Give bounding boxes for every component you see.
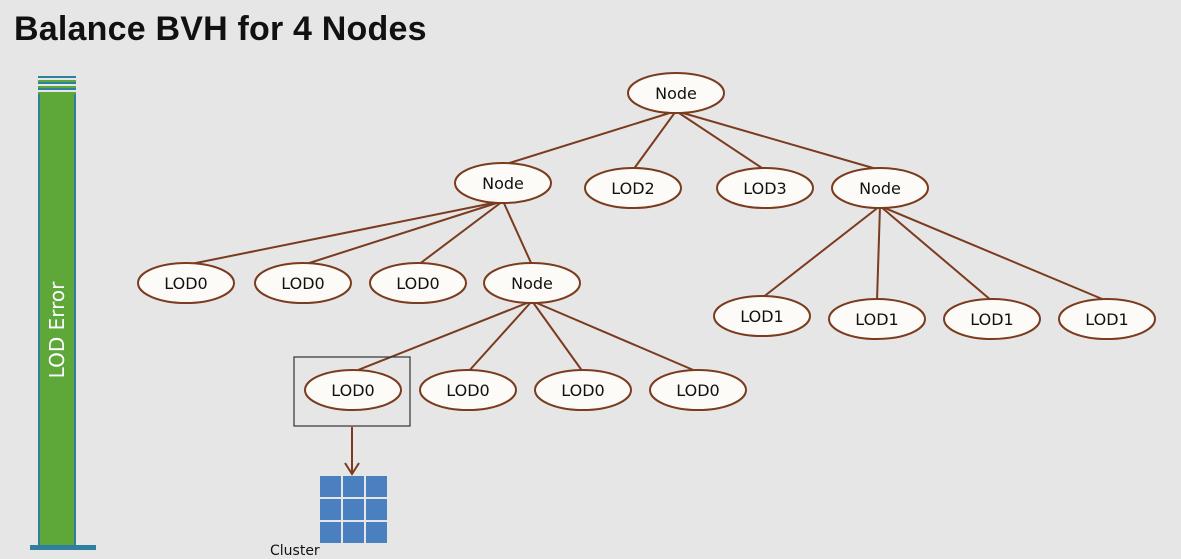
tree-node-n1: Node — [454, 162, 552, 204]
tree-edge — [502, 110, 677, 166]
node-label: LOD0 — [164, 274, 207, 293]
lod-error-bar-base — [30, 545, 96, 550]
node-ellipse — [831, 167, 929, 209]
tree-node-c2: LOD0 — [534, 369, 632, 411]
node-ellipse — [369, 262, 467, 304]
tree-edge — [879, 205, 993, 302]
node-ellipse — [716, 167, 814, 209]
cluster-cell — [320, 499, 341, 520]
cluster-cell — [343, 476, 364, 497]
node-ellipse — [304, 369, 402, 411]
node-ellipse — [454, 162, 552, 204]
tree-node-lod2: LOD2 — [584, 167, 682, 209]
tree-node-b0: LOD1 — [713, 295, 811, 337]
node-ellipse — [584, 167, 682, 209]
slide-title: Balance BVH for 4 Nodes — [14, 10, 427, 48]
node-ellipse — [627, 72, 725, 114]
cluster-grid-icon — [320, 476, 387, 543]
tree-edge — [879, 205, 1108, 302]
tree-edge — [502, 200, 533, 266]
tree-edge — [531, 300, 584, 373]
tree-node-c3: LOD0 — [649, 369, 747, 411]
tree-node-b2: LOD1 — [943, 298, 1041, 340]
node-ellipse — [649, 369, 747, 411]
tree-edge — [675, 110, 881, 171]
lod-error-bar-cap — [38, 76, 76, 94]
node-label: LOD0 — [281, 274, 324, 293]
cluster-arrow — [344, 427, 360, 476]
tree-node-lod3: LOD3 — [716, 167, 814, 209]
node-label: LOD1 — [855, 310, 898, 329]
cluster-cell — [343, 522, 364, 543]
tree-edge — [675, 110, 766, 171]
tree-node-b1: LOD1 — [828, 298, 926, 340]
selected-node-box — [293, 356, 411, 427]
tree-node-c0: LOD0 — [304, 369, 402, 411]
node-label: LOD0 — [331, 381, 374, 400]
node-label: LOD1 — [740, 307, 783, 326]
node-ellipse — [137, 262, 235, 304]
tree-edge — [302, 200, 504, 266]
tree-edge — [352, 300, 533, 373]
node-label: Node — [655, 84, 697, 103]
node-label: LOD1 — [970, 310, 1013, 329]
node-ellipse — [483, 262, 581, 304]
tree-edges — [185, 110, 1108, 373]
cluster-cell — [320, 522, 341, 543]
tree-node-a1: LOD0 — [254, 262, 352, 304]
cluster-cell — [343, 499, 364, 520]
cluster-cell — [320, 476, 341, 497]
node-ellipse — [534, 369, 632, 411]
node-ellipse — [419, 369, 517, 411]
tree-edge — [417, 200, 504, 266]
tree-node-a2: LOD0 — [369, 262, 467, 304]
cluster-cell — [366, 476, 387, 497]
tree-edge — [531, 300, 699, 373]
tree-edge — [467, 300, 533, 373]
tree-node-b3: LOD1 — [1058, 298, 1156, 340]
cluster-cell — [366, 499, 387, 520]
node-label: Node — [482, 174, 524, 193]
tree-node-n2: Node — [483, 262, 581, 304]
tree-node-n4: Node — [831, 167, 929, 209]
cluster-caption: Cluster — [270, 543, 320, 559]
node-ellipse — [254, 262, 352, 304]
node-ellipse — [713, 295, 811, 337]
node-ellipse — [828, 298, 926, 340]
node-label: LOD3 — [743, 179, 786, 198]
node-label: LOD0 — [446, 381, 489, 400]
node-label: LOD0 — [561, 381, 604, 400]
tree-node-a0: LOD0 — [137, 262, 235, 304]
node-label: LOD0 — [396, 274, 439, 293]
node-label: Node — [511, 274, 553, 293]
tree-node-c1: LOD0 — [419, 369, 517, 411]
node-label: LOD1 — [1085, 310, 1128, 329]
node-label: LOD0 — [676, 381, 719, 400]
tree-edge — [876, 205, 881, 302]
lod-error-bar — [38, 76, 76, 550]
cluster-cell — [366, 522, 387, 543]
tree-node-root: Node — [627, 72, 725, 114]
tree-edge — [632, 110, 677, 171]
arrow-head — [344, 462, 360, 476]
node-ellipse — [1058, 298, 1156, 340]
tree-edge — [185, 200, 504, 266]
node-label: LOD2 — [611, 179, 654, 198]
tree-edge — [761, 205, 881, 299]
node-label: Node — [859, 179, 901, 198]
node-ellipse — [943, 298, 1041, 340]
